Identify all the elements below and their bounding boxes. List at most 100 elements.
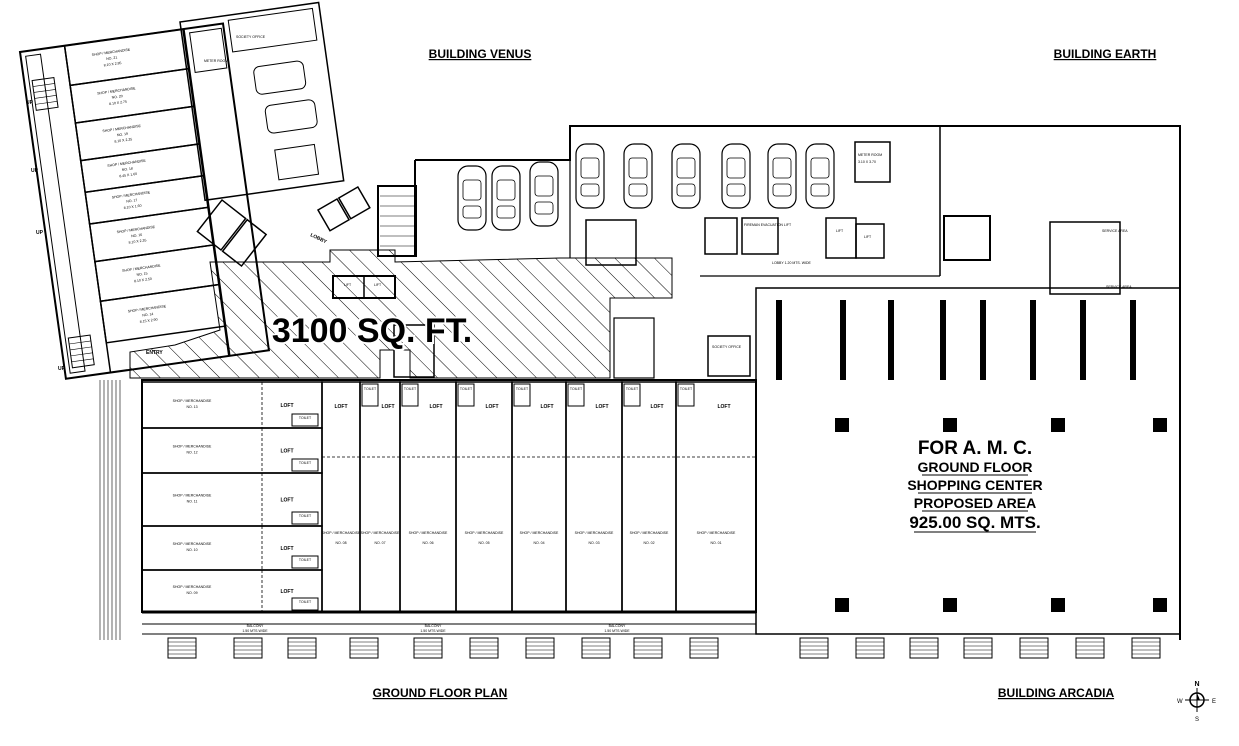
row-shop-number: NO. 02 bbox=[643, 541, 654, 545]
row-shop-loft: LOFT bbox=[334, 404, 347, 410]
left-shop-NO12 bbox=[141, 427, 323, 474]
compass-e: E bbox=[1212, 699, 1216, 705]
stair-up-4 bbox=[67, 334, 95, 369]
row-shop-name: SHOP / MERCHANDISE bbox=[361, 531, 400, 535]
left-shop-NO11 bbox=[141, 472, 323, 527]
angled-shop-name: SHOP / MERCHANDISE bbox=[97, 86, 136, 95]
entrance-steps bbox=[1131, 637, 1161, 659]
entrance-steps bbox=[909, 637, 939, 659]
compass-n: N bbox=[1194, 681, 1199, 688]
earth-parking-block: METER ROOM 3.10 X 3.70 FIREMAN EVACUATIO… bbox=[414, 125, 1181, 640]
toilet-label: TOILET bbox=[460, 387, 473, 391]
amc-line-1: FOR A. M. C. bbox=[918, 438, 1032, 459]
left-shop-NO09 bbox=[141, 569, 323, 613]
angled-shop-name: SHOP / MERCHANDISE bbox=[92, 48, 131, 57]
building-earth-title: BUILDING EARTH bbox=[1054, 47, 1157, 61]
toilet-label: TOILET bbox=[626, 387, 639, 391]
angled-shop-name: SHOP / MERCHANDISE bbox=[107, 158, 146, 167]
row-shop-loft: LOFT bbox=[717, 404, 730, 410]
angled-shop-number: NO. 14 bbox=[142, 312, 154, 318]
row-shop-number: NO. 07 bbox=[374, 541, 385, 545]
left-shop-name: SHOP / MERCHANDISE bbox=[173, 399, 212, 403]
compass-s: S bbox=[1195, 717, 1199, 723]
balcony-dim: 1.50 MTS.WIDE bbox=[420, 629, 446, 633]
left-shop-loft: LOFT bbox=[280, 498, 293, 504]
left-shop-number: NO. 13 bbox=[186, 405, 197, 409]
parked-car-icon bbox=[805, 143, 835, 209]
left-shop-name: SHOP / MERCHANDISE bbox=[173, 445, 212, 449]
entrance-steps bbox=[287, 637, 317, 659]
parked-car-icon bbox=[623, 143, 653, 209]
toilet-label: TOILET bbox=[680, 387, 693, 391]
entrance-steps bbox=[963, 637, 993, 659]
row-shop-name: SHOP / MERCHANDISE bbox=[409, 531, 448, 535]
parked-car-icon bbox=[767, 143, 797, 209]
balcony-dim: 1.50 MTS.WIDE bbox=[242, 629, 268, 633]
row-shop-name: SHOP / MERCHANDISE bbox=[520, 531, 559, 535]
toilet-label: TOILET bbox=[299, 461, 312, 465]
row-shop-NO08 bbox=[321, 381, 361, 613]
row-shop-loft: LOFT bbox=[429, 404, 442, 410]
angled-shop-NO18 bbox=[79, 143, 205, 194]
angled-shop-dim: 8.10 X 2.75 bbox=[109, 100, 127, 106]
left-shop-loft: LOFT bbox=[280, 546, 293, 552]
angled-shop-dim: 8.10 X 1.60 bbox=[124, 204, 142, 210]
north-compass-icon: N S E W bbox=[1177, 681, 1216, 723]
lobby-label: LOBBY bbox=[309, 232, 328, 245]
row-shop-loft: LOFT bbox=[540, 404, 553, 410]
parked-car-icon bbox=[575, 143, 605, 209]
angled-shop-name: SHOP / MERCHANDISE bbox=[116, 225, 155, 234]
toilet-label: TOILET bbox=[299, 558, 312, 562]
ground-floor-plan-title: GROUND FLOOR PLAN bbox=[373, 686, 508, 700]
angled-shop-dim: 8.10 X 2.25 bbox=[114, 137, 132, 143]
angled-shop-number: NO. 21 bbox=[106, 56, 118, 62]
row-shop-number: NO. 01 bbox=[710, 541, 721, 545]
area-3100-label: 3100 SQ. FT. bbox=[272, 312, 472, 350]
parked-car-icon bbox=[721, 143, 751, 209]
angled-shop-number: NO. 17 bbox=[126, 198, 138, 204]
angled-shop-dim: 8.15 X 2.90 bbox=[140, 317, 158, 323]
amc-line-4: PROPOSED AREA bbox=[914, 495, 1036, 511]
angled-shop-dim: 8.45 X 1.60 bbox=[119, 172, 137, 178]
angled-shop-number: NO. 15 bbox=[136, 271, 148, 277]
amc-line-2: GROUND FLOOR bbox=[917, 459, 1032, 475]
left-shop-loft: LOFT bbox=[280, 403, 293, 409]
toilet-label: TOILET bbox=[299, 514, 312, 518]
lobby-earth-label: LOBBY 1.20 MTS. WIDE bbox=[772, 261, 812, 265]
row-shop-name: SHOP / MERCHANDISE bbox=[697, 531, 736, 535]
row-shop-NO01 bbox=[675, 381, 757, 613]
angled-shop-number: NO. 18 bbox=[122, 166, 134, 172]
common-area-hatch bbox=[129, 249, 673, 379]
row-shop-loft: LOFT bbox=[595, 404, 608, 410]
up-label-3: UP bbox=[36, 230, 44, 236]
toilet-label: TOILET bbox=[299, 600, 312, 604]
fireman-lift-label: FIREMAN EVACUATION LIFT bbox=[744, 223, 792, 227]
parked-car-icon bbox=[457, 165, 487, 231]
angled-shop-name: SHOP / MERCHANDISE bbox=[128, 304, 167, 313]
angled-shop-dim: 8.10 X 2.85 bbox=[103, 61, 121, 67]
row-shop-name: SHOP / MERCHANDISE bbox=[322, 531, 361, 535]
angled-shop-dim: 8.10 X 2.50 bbox=[134, 277, 152, 283]
amc-text-block: FOR A. M. C. GROUND FLOOR SHOPPING CENTE… bbox=[907, 438, 1043, 533]
society-office-top-label: SOCIETY OFFICE bbox=[236, 35, 266, 39]
balcony-label: BALCONY bbox=[425, 624, 442, 628]
angled-shop-dim: 8.10 X 2.35 bbox=[128, 238, 146, 244]
angled-shop-number: NO. 16 bbox=[131, 233, 143, 239]
row-shop-NO03 bbox=[565, 381, 623, 613]
toilet-label: TOILET bbox=[299, 416, 312, 420]
row-shop-loft: LOFT bbox=[485, 404, 498, 410]
parked-car-icon bbox=[491, 165, 521, 231]
up-label-4: UP bbox=[58, 366, 66, 372]
row-shop-NO05 bbox=[455, 381, 513, 613]
row-shop-number: NO. 04 bbox=[533, 541, 544, 545]
left-shop-number: NO. 11 bbox=[187, 500, 198, 504]
row-shop-number: NO. 03 bbox=[588, 541, 599, 545]
row-shop-name: SHOP / MERCHANDISE bbox=[630, 531, 669, 535]
compass-w: W bbox=[1177, 699, 1183, 705]
entrance-steps bbox=[855, 637, 885, 659]
entry-label: ENTRY bbox=[146, 350, 163, 356]
entrance-steps bbox=[689, 637, 719, 659]
left-shop-number: NO. 09 bbox=[186, 591, 197, 595]
